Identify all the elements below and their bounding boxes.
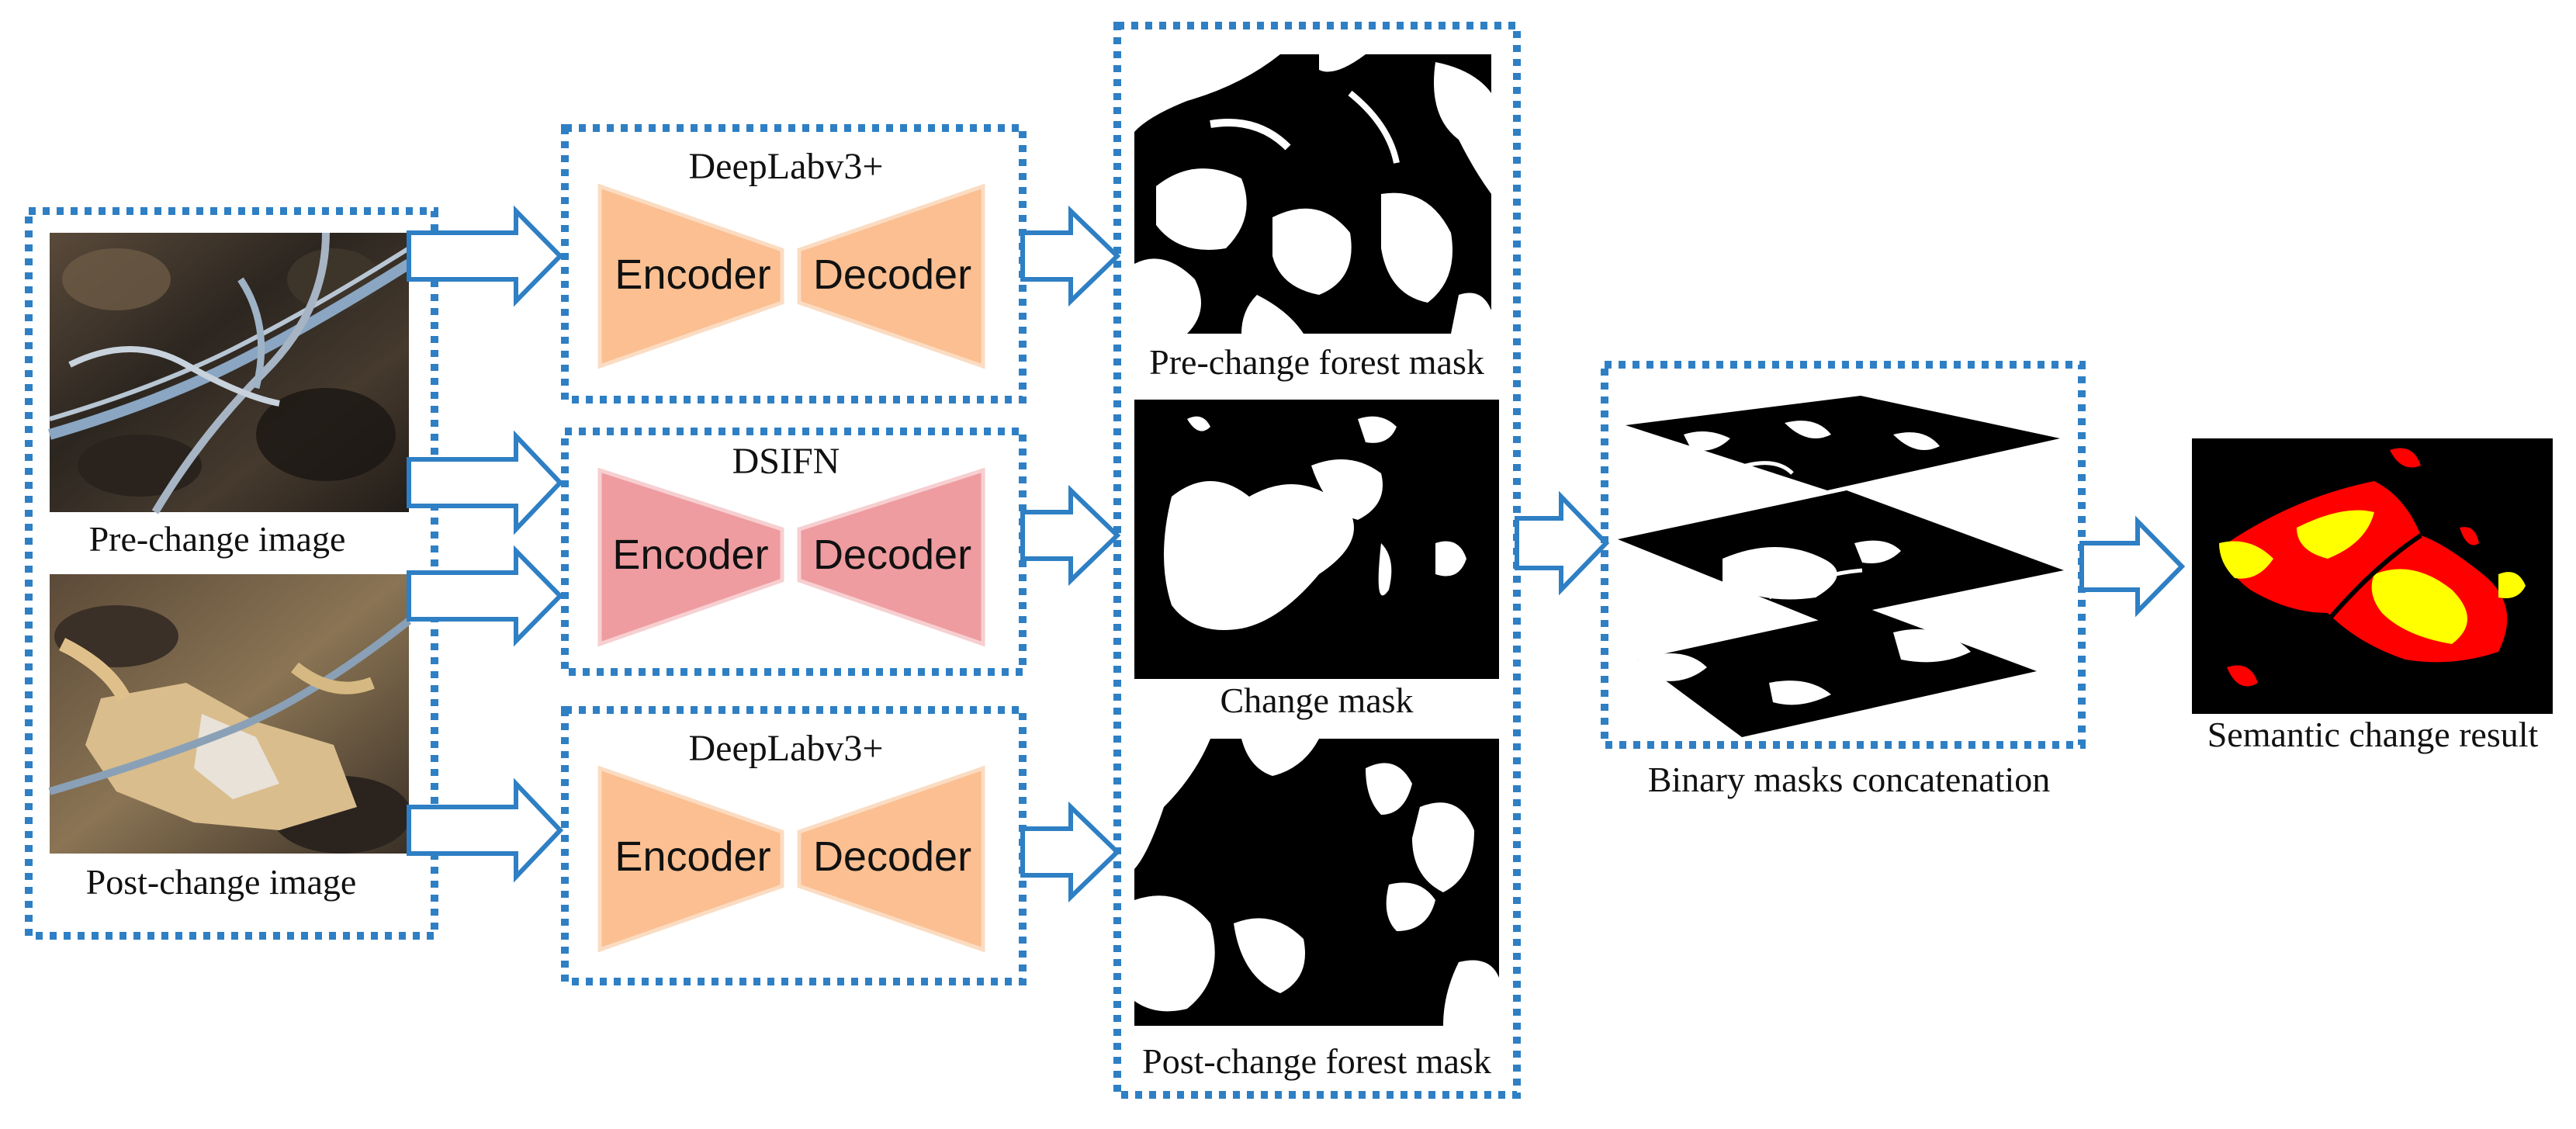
pre-change-forest-mask-caption: Pre-change forest mask — [1149, 342, 1484, 382]
concatenation-frame — [1601, 361, 2086, 749]
semantic-change-result — [2192, 438, 2553, 714]
encoder-label: Encoder — [615, 251, 770, 298]
model-to-mask-arrows — [1020, 205, 1121, 903]
decoder-label: Decoder — [813, 833, 971, 880]
model-title: DSIFN — [732, 441, 840, 482]
decoder-label: Decoder — [813, 532, 971, 578]
input-images-group: Pre-change image Post-change image — [25, 207, 438, 940]
encoder-label: Encoder — [615, 833, 770, 880]
encoder-label: Encoder — [612, 532, 768, 578]
arrow-right-icon — [1020, 801, 1121, 903]
model-deeplab-pre: DeepLabv3+ Encoder Decoder — [561, 124, 1027, 403]
encoder-block — [597, 765, 784, 953]
binary-masks-concatenation — [1601, 361, 2086, 749]
model-dsifn: DSIFN Encoder Decoder — [561, 428, 1027, 676]
post-change-image — [48, 574, 412, 854]
pre-change-image-caption: Pre-change image — [89, 519, 346, 559]
arrow-right-icon — [407, 205, 564, 307]
stacked-mask-layer — [1626, 396, 2060, 490]
stacked-mask-layer — [1618, 490, 2064, 621]
encoder-block — [597, 467, 784, 647]
arrow-right-icon — [1020, 484, 1121, 587]
encoder-block — [597, 183, 784, 369]
masks-column: Pre-change forest mask Change mask Post-… — [1113, 22, 1521, 1099]
change-mask-caption: Change mask — [1220, 681, 1413, 720]
concatenation-caption: Binary masks concatenation — [1648, 760, 2051, 799]
post-change-forest-mask-caption: Post-change forest mask — [1142, 1041, 1491, 1081]
input-to-model-arrows — [407, 205, 564, 883]
arrow-right-icon — [407, 777, 564, 883]
arrow-right-icon — [1515, 490, 1610, 596]
arrow-right-icon — [2079, 515, 2186, 618]
decoder-block — [797, 765, 985, 953]
semantic-change-result-caption: Semantic change result — [2207, 715, 2539, 754]
decoder-block — [797, 183, 985, 369]
model-title: DeepLabv3+ — [689, 146, 884, 187]
decoder-block — [797, 467, 985, 647]
arrow-right-icon — [1020, 205, 1121, 307]
arrow-right-icon — [407, 545, 564, 647]
arrow-right-icon — [407, 430, 564, 535]
decoder-label: Decoder — [813, 251, 971, 298]
masks-frame — [1113, 22, 1521, 1099]
change-mask — [1134, 400, 1499, 679]
model-title: DeepLabv3+ — [689, 728, 884, 769]
post-change-forest-mask — [1134, 739, 1499, 1026]
pre-change-forest-mask — [1134, 54, 1491, 334]
model-deeplab-post: DeepLabv3+ Encoder Decoder — [561, 706, 1027, 985]
pre-change-image — [48, 232, 412, 514]
post-change-image-caption: Post-change image — [86, 862, 357, 902]
